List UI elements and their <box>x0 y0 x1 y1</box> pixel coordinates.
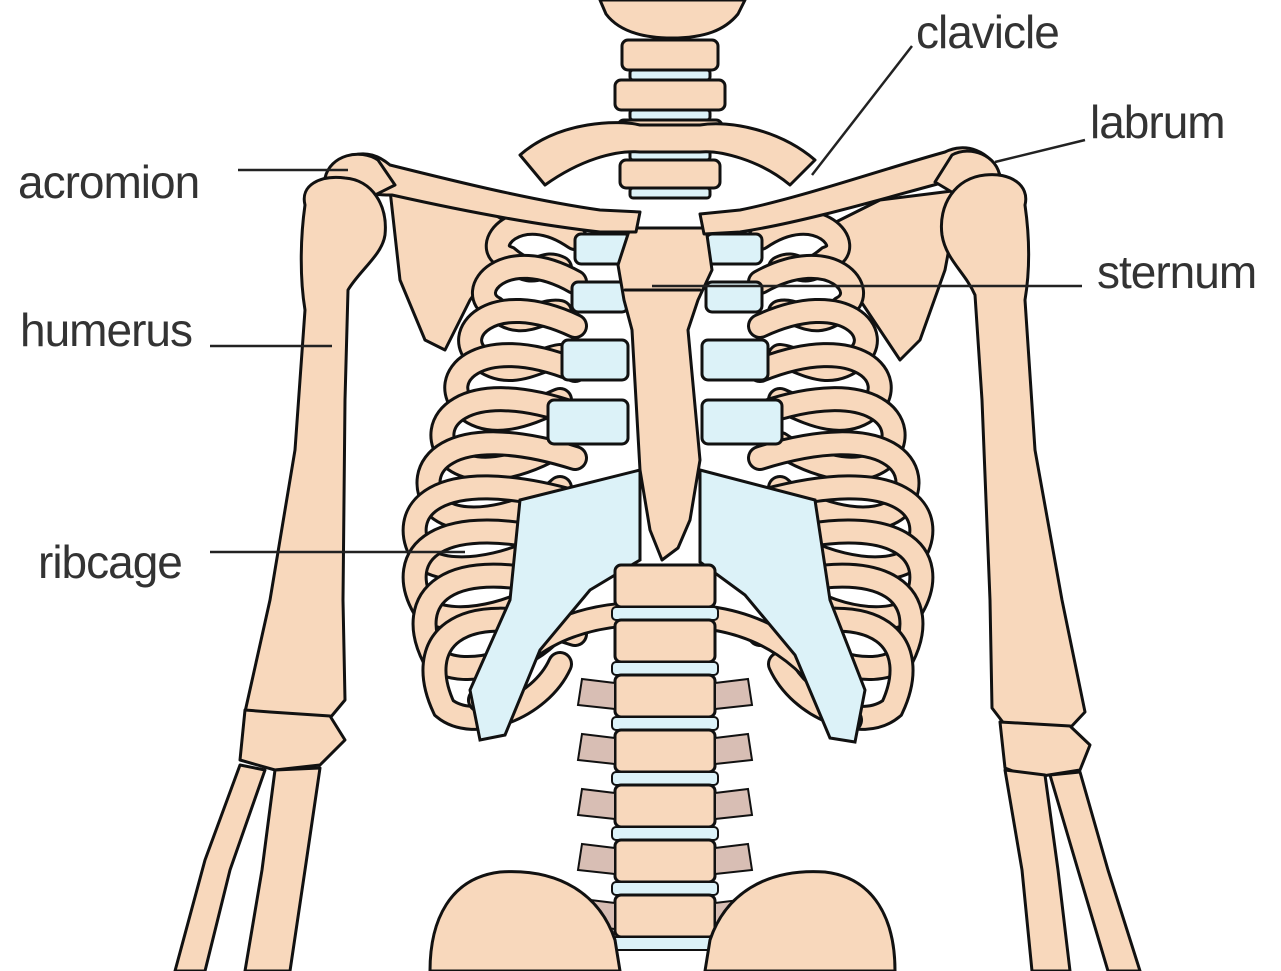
disc-6 <box>612 882 718 895</box>
vertebra-7 <box>615 895 715 937</box>
skull-base <box>600 0 745 38</box>
disc-5 <box>612 827 718 840</box>
left-elbow <box>240 710 345 770</box>
transverse-process-right-3 <box>715 679 752 709</box>
label-labrum: labrum <box>1090 96 1225 148</box>
transverse-process-left-4 <box>578 734 615 764</box>
vertebra-2 <box>615 620 715 662</box>
cartilage-segment-5 <box>562 340 628 380</box>
left-humerus <box>245 177 385 722</box>
cartilage-segment-7 <box>548 400 628 444</box>
vertebra-3 <box>615 675 715 717</box>
disc-2 <box>612 662 718 675</box>
disc-7 <box>612 937 718 950</box>
transverse-process-left-3 <box>578 679 615 709</box>
disc-3 <box>612 717 718 730</box>
labrum-leader <box>995 140 1085 162</box>
vertebra-5 <box>615 785 715 827</box>
disc-4 <box>612 772 718 785</box>
cartilage-segment-3 <box>572 282 628 312</box>
cartilage-segment-8 <box>702 400 782 444</box>
cervical-spine <box>615 40 725 198</box>
cartilage-segment-2 <box>706 234 762 264</box>
vertebra-1 <box>615 565 715 607</box>
right-ilium <box>705 872 895 971</box>
vertebra-6 <box>615 840 715 882</box>
label-humerus: humerus <box>20 304 192 356</box>
label-clavicle: clavicle <box>916 6 1059 58</box>
transverse-process-left-5 <box>578 789 615 819</box>
transverse-process-left-6 <box>578 844 615 874</box>
vertebra-4 <box>615 730 715 772</box>
transverse-process-right-6 <box>715 844 752 874</box>
transverse-process-right-4 <box>715 734 752 764</box>
transverse-process-right-5 <box>715 789 752 819</box>
right-humerus <box>941 175 1085 728</box>
clavicle-leader <box>812 46 912 175</box>
disc-1 <box>612 607 718 620</box>
cartilage-segment-6 <box>702 340 768 380</box>
label-acromion: acromion <box>18 156 199 208</box>
left-ilium <box>430 872 620 971</box>
label-ribcage: ribcage <box>38 536 182 588</box>
label-sternum: sternum <box>1097 246 1256 298</box>
